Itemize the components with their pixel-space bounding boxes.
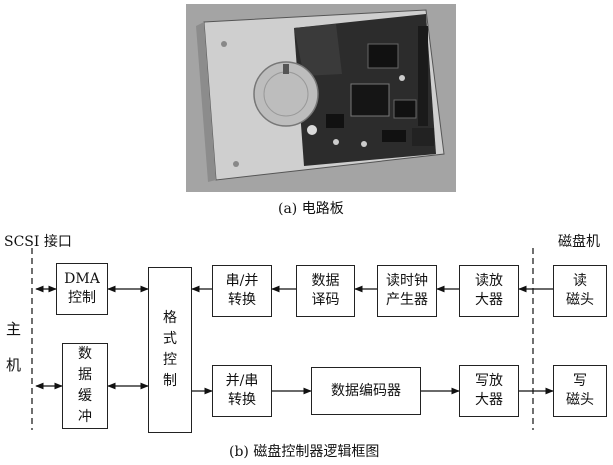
data-buffer-box: 数据缓冲	[62, 343, 108, 429]
write-amplifier-box: 写放大器	[459, 365, 519, 417]
read-clock-generator-box: 读时钟产生器	[377, 265, 437, 317]
host-label-top: 主	[6, 320, 22, 338]
serial-to-parallel-box: 串/并转换	[212, 265, 272, 317]
scsi-interface-label: SCSI 接口	[4, 234, 72, 250]
data-decode-box: 数据译码	[296, 265, 355, 317]
parallel-to-serial-box: 并/串转换	[212, 365, 272, 417]
data-encoder-box: 数据编码器	[311, 367, 421, 415]
diagram-caption: (b) 磁盘控制器逻辑框图	[229, 444, 380, 460]
circuit-board-illustration	[186, 4, 456, 192]
circuit-board-photo	[186, 4, 456, 192]
read-head-box: 读磁头	[553, 265, 607, 317]
photo-caption: (a) 电路板	[278, 201, 344, 217]
write-head-box: 写磁头	[553, 365, 607, 417]
host-label-bottom: 机	[6, 356, 22, 374]
disk-drive-label: 磁盘机	[558, 234, 600, 250]
format-control-box: 格式控制	[148, 267, 192, 433]
read-amplifier-box: 读放大器	[459, 265, 519, 317]
